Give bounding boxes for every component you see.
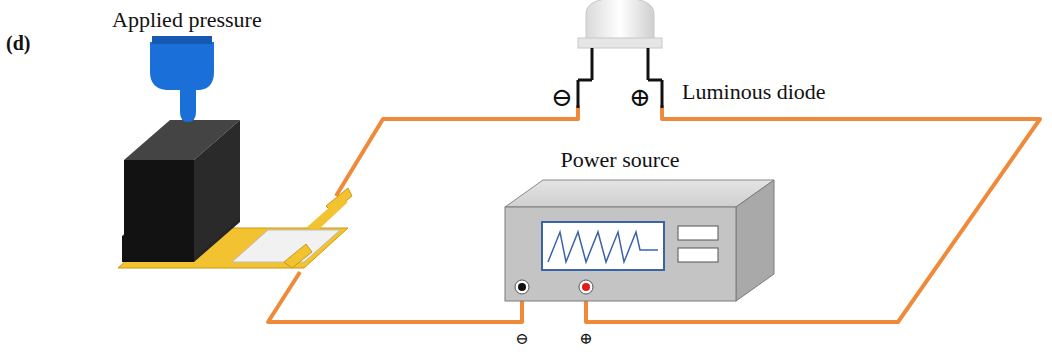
pressure-label: Applied pressure [112,8,262,32]
node-heading: Power source [505,148,775,172]
power-supply-box [505,180,774,301]
power-source-node: Power source [505,148,775,301]
terminal-label: ⊖ [515,330,528,348]
component-label: Luminous diode [682,80,826,104]
hand-icon [150,36,214,122]
terminal-label: ⊕ [579,330,592,348]
panel-letter: (d) [6,32,30,54]
pin-label: ⊖ [551,84,573,113]
wire [268,105,1040,322]
pin-label: ⊕ [629,84,651,113]
press-block [124,120,240,258]
